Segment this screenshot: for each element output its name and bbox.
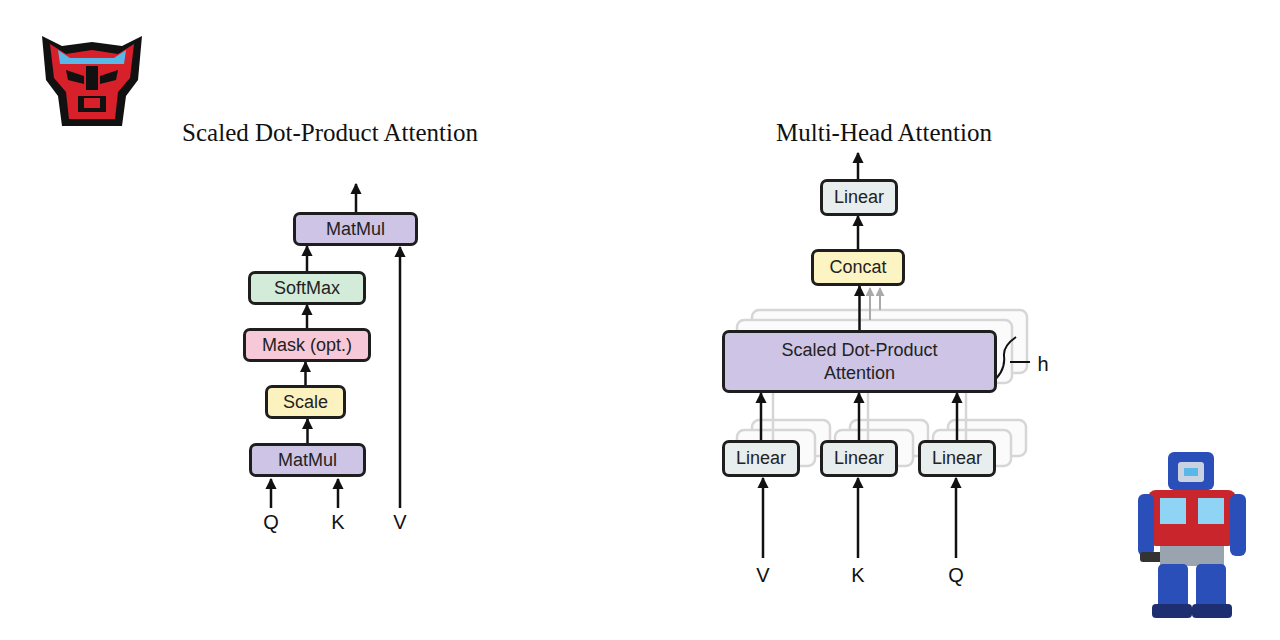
autobot-logo [42, 36, 142, 126]
concat-box: Concat [811, 249, 905, 286]
input-label: h [1037, 353, 1048, 376]
box-label: Scaled Dot-Product Attention [765, 339, 955, 384]
box-label: Linear [834, 186, 884, 209]
input-label: V [393, 511, 406, 534]
input-label: Q [263, 511, 279, 534]
flow-arrow [306, 305, 309, 328]
linear-box: Linear [722, 440, 800, 477]
flow-arrow [306, 419, 309, 443]
flow-arrow [306, 246, 309, 271]
flow-arrow [304, 362, 307, 385]
panel-heading: Multi-Head Attention [776, 119, 992, 147]
box-label: MatMul [326, 218, 385, 241]
box-label: Concat [829, 256, 886, 279]
input-label: Q [948, 564, 964, 587]
flow-arrow [858, 393, 861, 440]
attention-box: Scaled Dot-Product Attention [722, 330, 997, 393]
box-label: SoftMax [274, 277, 340, 300]
head-arrow [870, 288, 880, 320]
matmul-box: MatMul [293, 212, 418, 246]
linear-box: Linear [820, 179, 898, 216]
input-label: V [756, 564, 769, 587]
flow-arrow [956, 393, 959, 440]
softmax-box: SoftMax [248, 271, 366, 305]
io-arrow [271, 153, 956, 558]
input-label: K [851, 564, 864, 587]
matmul-box: MatMul [249, 443, 366, 477]
linear-box: Linear [918, 440, 996, 477]
box-label: Scale [283, 391, 328, 414]
flow-arrow [760, 393, 763, 440]
mask-box: Mask (opt.) [243, 328, 371, 362]
box-label: Linear [834, 447, 884, 470]
robot-figure [1138, 452, 1246, 618]
box-label: Mask (opt.) [262, 334, 352, 357]
flow-arrow [857, 216, 860, 249]
scale-box: Scale [265, 385, 346, 419]
panel-heading: Scaled Dot-Product Attention [182, 119, 478, 147]
box-label: Linear [932, 447, 982, 470]
box-label: Linear [736, 447, 786, 470]
flow-arrow [858, 286, 861, 330]
input-label: K [331, 511, 344, 534]
box-label: MatMul [278, 449, 337, 472]
linear-box: Linear [820, 440, 898, 477]
